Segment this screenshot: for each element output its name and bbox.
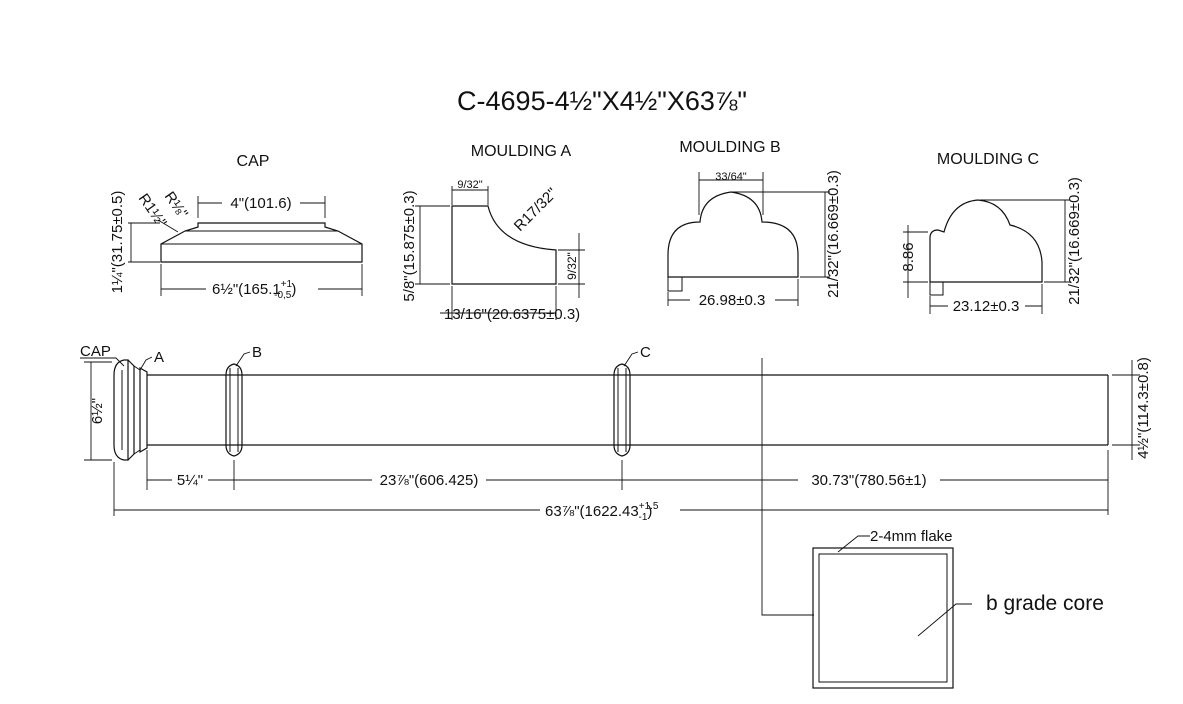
callout-c: C	[640, 344, 651, 361]
cross-section-labels: 2-4mm flake b grade core	[837, 528, 1104, 637]
callout-b: B	[252, 344, 262, 361]
moulding-c-dim-right: 21/32"(16.669±0.3)	[1066, 177, 1083, 305]
section-label-cap: CAP	[237, 153, 270, 170]
section-label-moulding-b: MOULDING B	[679, 139, 780, 156]
moulding-c-dim-left: 8.86	[900, 242, 917, 271]
column-dim-total: 63⅞"(1622.43+1.5-1)	[113, 462, 1108, 523]
core-label: b grade core	[986, 592, 1104, 615]
moulding-a-dim-bottom: 13/16"(20.6375±0.3)	[444, 306, 580, 323]
section-label-moulding-c: MOULDING C	[937, 151, 1039, 168]
moulding-c-dimensions: 8.86 21/32"(16.669±0.3) 23.12±0.3	[900, 177, 1083, 315]
section-label-moulding-a: MOULDING A	[471, 143, 572, 160]
column-dim-total-label: 63⅞"(1622.43+1.5-1)	[545, 501, 659, 523]
moulding-b-dimensions: 33/64" 21/32"(16.669±0.3) 26.98±0.3	[667, 170, 842, 309]
column-dim-height: 4½"(114.3±0.8)	[1112, 357, 1152, 460]
column-dim-side-label: 6½"	[89, 398, 106, 424]
drawing-title: C-4695-4½"X4½"X63⅞"	[457, 86, 747, 116]
moulding-c-dim-bottom: 23.12±0.3	[953, 298, 1020, 315]
column-elevation	[113, 359, 1109, 461]
column-callouts: CAP A B C	[80, 343, 651, 371]
moulding-b-dim-bottom: 26.98±0.3	[699, 292, 766, 309]
flake-label: 2-4mm flake	[870, 528, 953, 545]
moulding-b-profile	[667, 191, 799, 292]
column-dim-seg3: 30.73"(780.56±1)	[811, 472, 926, 489]
cross-section	[812, 547, 954, 689]
column-dim-height-label: 4½"(114.3±0.8)	[1135, 357, 1152, 459]
column-dim-segments: 5¼" 23⅞"(606.425) 30.73"(780.56±1)	[146, 450, 1109, 515]
column-dim-seg2: 23⅞"(606.425)	[380, 472, 479, 489]
moulding-a-dim-right: 9/32"	[565, 252, 579, 280]
callout-a: A	[154, 349, 164, 366]
moulding-a-dimensions: 9/32" R17/32" 5/8"(15.875±0.3) 9/32" 13/…	[401, 179, 585, 323]
cap-profile	[160, 222, 363, 263]
column-dim-side: 6½"	[84, 361, 112, 461]
column-dim-seg1: 5¼"	[177, 472, 203, 489]
cap-dim-top: 4"(101.6)	[230, 195, 291, 212]
moulding-a-dim-left: 5/8"(15.875±0.3)	[401, 190, 418, 301]
cap-dim-width: 6½"(165.1+1-0,5)	[212, 279, 296, 301]
callout-cap: CAP	[80, 343, 111, 360]
cap-dimensions: 4"(101.6) 1¼"(31.75±0.5) 6½"(165.1+1-0,5…	[109, 189, 363, 301]
moulding-a-dim-top: 9/32"	[457, 179, 482, 191]
cap-dim-height: 1¼"(31.75±0.5)	[109, 191, 126, 294]
moulding-c-profile	[929, 199, 1043, 296]
moulding-b-dim-top: 33/64"	[715, 171, 747, 183]
moulding-b-dim-right: 21/32"(16.669±0.3)	[825, 170, 842, 298]
section-cut-line	[761, 358, 814, 616]
moulding-a-profile	[451, 205, 557, 285]
moulding-a-radius: R17/32"	[511, 185, 561, 235]
